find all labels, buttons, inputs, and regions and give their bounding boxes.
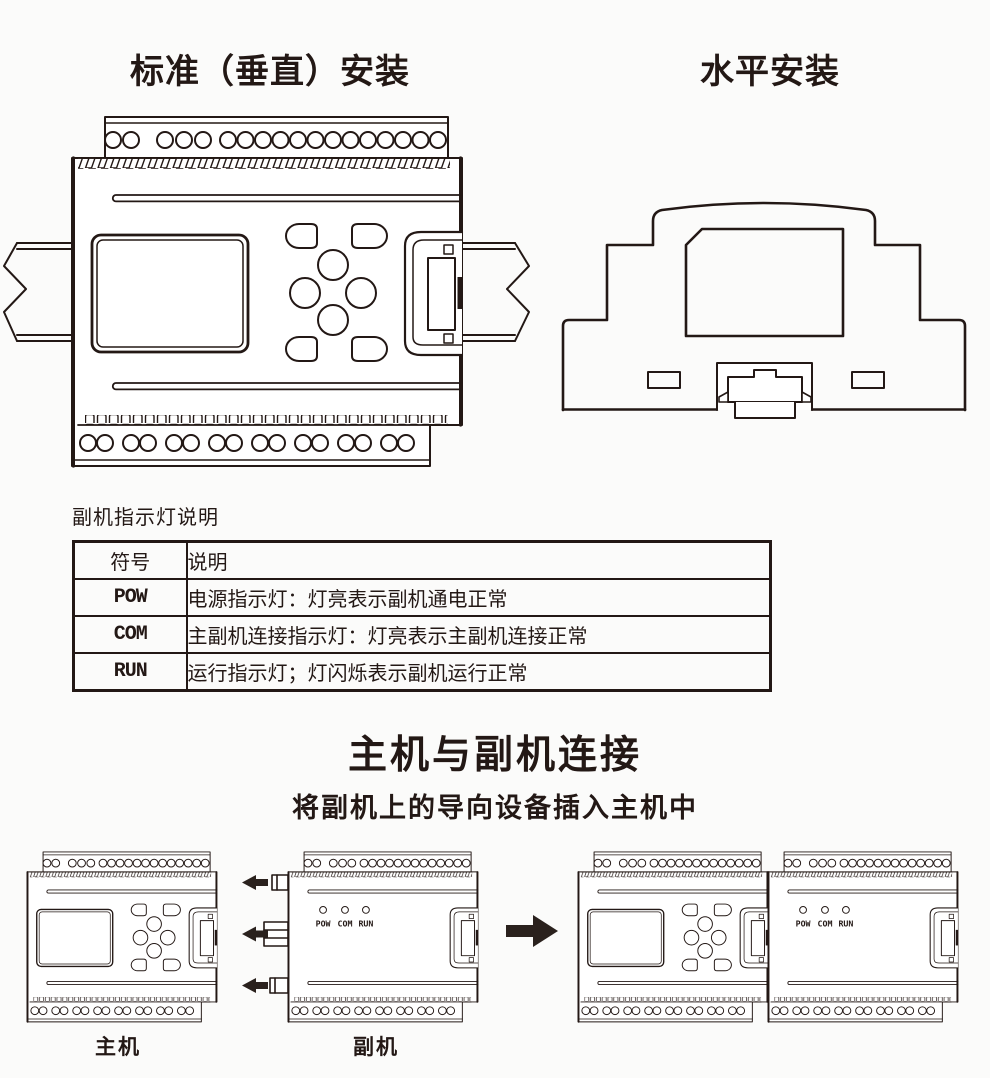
indicator-table-caption: 副机指示灯说明 (72, 505, 219, 529)
header-symbol: 符号 (72, 540, 188, 580)
master-unit (27, 852, 217, 1022)
description-com: 主副机连接指示灯：灯亮表示主副机连接正常 (185, 615, 772, 654)
vertical-install-diagram (3, 105, 530, 480)
connection-subheading: 将副机上的导向设备插入主机中 (292, 793, 698, 824)
description-pow: 电源指示灯：灯亮表示副机通电正常 (185, 578, 772, 617)
result-arrow-icon (506, 915, 558, 947)
joined-units (578, 852, 958, 1022)
symbol-pow: POW (72, 578, 188, 617)
symbol-com: COM (72, 615, 188, 654)
table-header-row: 符号 说明 (72, 540, 772, 580)
slave-unit (288, 852, 478, 1022)
header-description: 说明 (185, 540, 772, 580)
side-label-panel (684, 227, 845, 338)
din-rail-clip (716, 362, 813, 419)
connection-diagram (0, 843, 990, 1033)
master-label: 主机 (95, 1034, 141, 1059)
slave-label: 副机 (353, 1034, 399, 1059)
horizontal-install-title: 水平安装 (700, 52, 840, 92)
description-run: 运行指示灯；灯闪烁表示副机运行正常 (185, 652, 772, 692)
horizontal-install-diagram (561, 201, 967, 419)
table-row: COM 主副机连接指示灯：灯亮表示主副机连接正常 (72, 615, 772, 654)
table-row: RUN 运行指示灯；灯闪烁表示副机运行正常 (72, 652, 772, 692)
indicator-table: 符号 说明 POW 电源指示灯：灯亮表示副机通电正常 COM 主副机连接指示灯：… (72, 540, 772, 692)
insert-direction-arrows (242, 875, 268, 993)
table-row: POW 电源指示灯：灯亮表示副机通电正常 (72, 578, 772, 617)
din-rail-right (460, 242, 530, 342)
module-side-outline (561, 201, 967, 412)
vertical-install-title: 标准（垂直）安装 (130, 52, 410, 92)
connection-heading: 主机与副机连接 (347, 733, 642, 778)
din-rail-left (3, 242, 74, 342)
symbol-run: RUN (72, 652, 188, 692)
